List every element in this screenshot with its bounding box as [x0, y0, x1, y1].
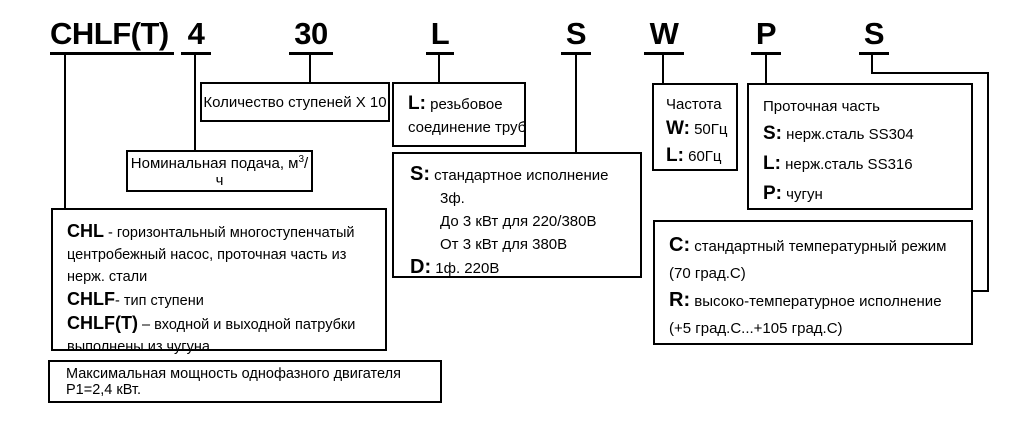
flow-part-title: Проточная часть — [763, 98, 880, 115]
stages-box: Количество ступеней Х 10 — [200, 82, 390, 122]
temperature-note-c: (70 град.С) — [669, 265, 746, 282]
code-letter-connection: L — [426, 16, 454, 55]
material-key-l: L: — [763, 153, 781, 174]
code-letter-stages: 30 — [289, 16, 333, 55]
material-key-p: P: — [763, 183, 782, 204]
connection-line2: соединение труб — [408, 119, 527, 136]
power-sub3: От 3 кВт для 380В — [440, 236, 568, 253]
connection-key: L: — [408, 93, 426, 114]
series-key-chlf: CHLF — [67, 289, 115, 309]
temperature-box: C: стандартный температурный режим (70 г… — [653, 220, 973, 345]
frequency-title: Частота — [666, 96, 722, 113]
pipe-connection-box: L: резьбовое соединение труб — [392, 82, 526, 147]
connector-connection-line — [438, 55, 440, 82]
nominal-flow-text: Номинальная подача, м3/ч — [130, 153, 309, 189]
series-key-chl: CHL — [67, 221, 104, 241]
flow-part-box: Проточная часть S: нерж.сталь SS304 L: н… — [747, 83, 973, 210]
connector-power-line — [575, 55, 577, 152]
code-letter-series: CHLF(T) — [50, 16, 174, 55]
material-value-s: нерж.сталь SS304 — [786, 126, 914, 143]
temperature-value-r: высоко-температурное исполнение — [694, 293, 942, 310]
material-key-s: S: — [763, 123, 782, 144]
connector-flow-line — [194, 55, 196, 150]
frequency-value-w: 50Гц — [694, 121, 728, 138]
connector-temperature-line-v1 — [871, 55, 873, 74]
power-key-s: S: — [410, 163, 430, 185]
code-letter-power: S — [561, 16, 591, 55]
power-sub2: До 3 кВт для 220/380В — [440, 213, 597, 230]
series-value-chlf: - тип ступени — [115, 293, 204, 309]
series-value-chl: - горизонтальный многоступенчатый центро… — [67, 225, 355, 285]
temperature-value-c: стандартный температурный режим — [694, 238, 947, 255]
frequency-value-l: 60Гц — [688, 148, 722, 165]
power-value-d: 1ф. 220В — [435, 260, 500, 277]
temperature-key-r: R: — [669, 289, 691, 311]
code-letter-frequency: W — [644, 16, 684, 55]
frequency-box: Частота W: 50Гц L: 60Гц — [652, 83, 738, 171]
material-value-p: чугун — [786, 186, 823, 203]
power-value-s: стандартное исполнение — [434, 167, 609, 184]
frequency-key-w: W: — [666, 118, 690, 139]
connection-line1: резьбовое — [430, 96, 503, 113]
series-description-box: CHL - горизонтальный многоступенчатый це… — [51, 208, 387, 355]
connector-stages-line — [309, 55, 311, 82]
superscript-3: 3 — [298, 153, 305, 165]
connector-frequency-line — [662, 55, 664, 83]
temperature-note-r: (+5 град.С...+105 град.С) — [669, 320, 843, 337]
material-value-l: нерж.сталь SS316 — [785, 156, 913, 173]
connector-temperature-line-h2 — [973, 290, 989, 292]
connector-material-line — [765, 55, 767, 83]
series-key-chlft: CHLF(T) — [67, 313, 138, 333]
max-power-box: Максимальная мощность однофазного двигат… — [48, 360, 442, 403]
power-version-box: S: стандартное исполнение 3ф. До 3 кВт д… — [392, 152, 642, 278]
connector-series-line — [64, 55, 66, 208]
code-letter-flow: 4 — [181, 16, 211, 55]
code-letter-material: P — [751, 16, 781, 55]
nominal-flow-box: Номинальная подача, м3/ч — [126, 150, 313, 192]
power-sub1: 3ф. — [440, 190, 465, 207]
temperature-key-c: C: — [669, 234, 691, 256]
series-value-chlft: – входной и выходной патрубки выполнены … — [67, 317, 356, 355]
connector-temperature-line-h1 — [871, 72, 989, 74]
frequency-key-l: L: — [666, 145, 684, 166]
max-power-text: Максимальная мощность однофазного двигат… — [66, 365, 401, 398]
power-key-d: D: — [410, 256, 432, 278]
stages-text: Количество ступеней Х 10 — [203, 93, 387, 111]
code-letter-temperature: S — [859, 16, 889, 55]
connector-temperature-line-v2 — [987, 72, 989, 292]
